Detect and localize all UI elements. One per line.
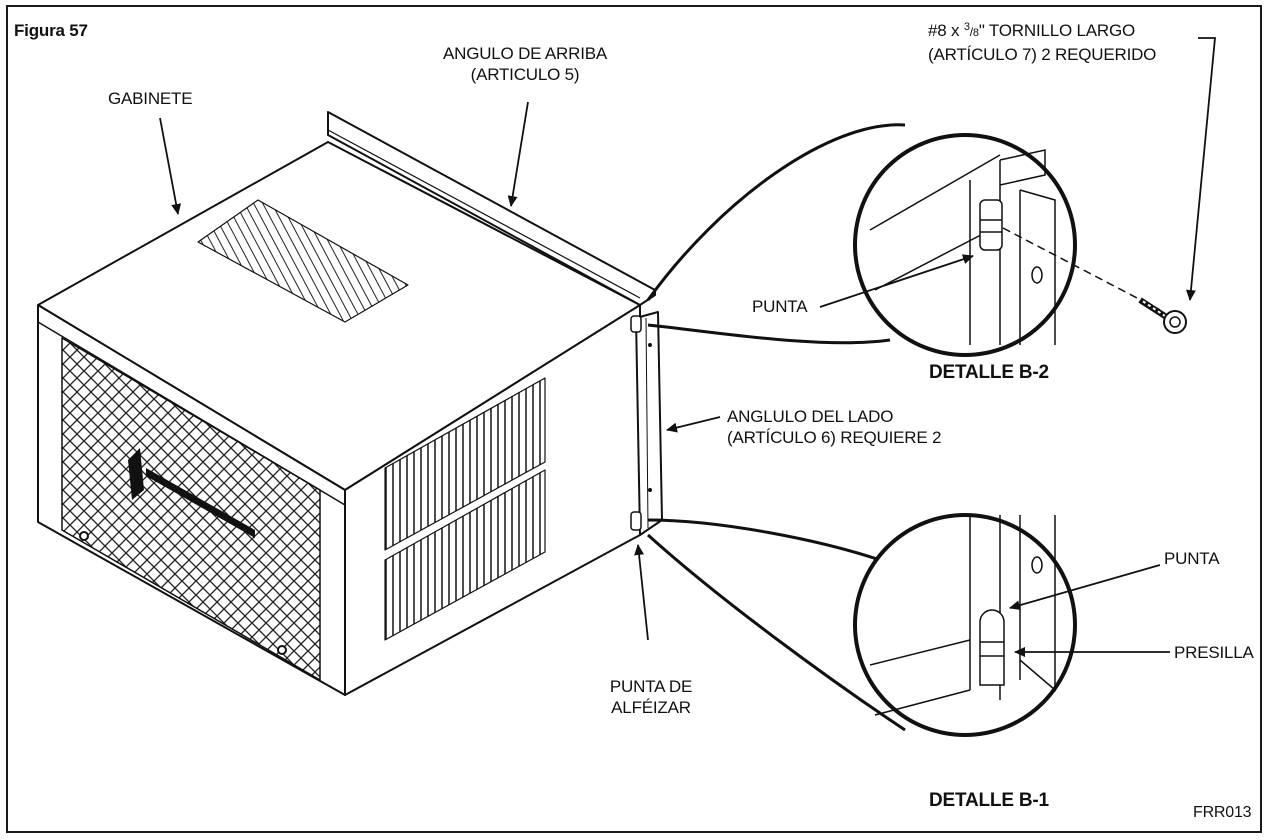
arrow-screw — [1185, 37, 1216, 301]
label-punta-alfeizar: PUNTA DE ALFÉIZAR — [596, 676, 706, 718]
cabinet — [37, 111, 663, 696]
detail-b1-circle — [853, 513, 1077, 737]
arrow-gabinete — [159, 117, 182, 215]
upper-clip — [630, 315, 642, 333]
label-detalle-b2: DETALLE B-2 — [929, 362, 1049, 383]
label-angulo-lado-line2: (ARTÍCULO 6) REQUIERE 2 — [727, 428, 942, 447]
detail-leader-lines — [646, 123, 906, 732]
label-angulo-lado: ANGLULO DEL LADO (ARTÍCULO 6) REQUIERE 2 — [727, 406, 941, 448]
label-angulo-arriba-line2: (ARTICULO 5) — [470, 65, 580, 84]
label-angulo-lado-line1: ANGLULO DEL LADO — [727, 407, 894, 426]
arrow-angulo-lado — [666, 416, 721, 433]
arrow-punta-alfeizar — [634, 544, 649, 641]
label-punta-b1: PUNTA — [1164, 549, 1220, 568]
brand-logo — [128, 448, 255, 538]
lower-clip — [630, 511, 642, 531]
side-louver-upper — [384, 377, 546, 551]
label-screw-line2: (ARTÍCULO 7) 2 REQUERIDO — [928, 45, 1157, 64]
label-screw-line1: #8 x 3/8" TORNILLO LARGO — [928, 21, 1136, 40]
label-punta-alfeizar-line2: ALFÉIZAR — [611, 698, 691, 717]
label-angulo-arriba-line1: ANGULO DE ARRIBA — [442, 44, 607, 63]
label-detalle-b1: DETALLE B-1 — [929, 790, 1049, 811]
side-louver-lower — [384, 469, 546, 641]
arrow-punta-b2 — [819, 254, 974, 308]
top-angle-bracket — [327, 111, 656, 306]
screw-icon — [1137, 297, 1187, 334]
label-angulo-arriba: ANGULO DE ARRIBA (ARTICULO 5) — [425, 43, 625, 85]
label-punta-alfeizar-line1: PUNTA DE — [609, 677, 693, 696]
detail-b2-circle — [853, 133, 1161, 357]
label-screw: #8 x 3/8" TORNILLO LARGO (ARTÍCULO 7) 2 … — [928, 20, 1156, 65]
callout-arrows — [159, 37, 1216, 657]
label-punta-b2: PUNTA — [752, 297, 808, 316]
label-gabinete: GABINETE — [108, 89, 193, 108]
figure-ref-code: FRR013 — [1193, 804, 1252, 821]
arrow-angulo-arriba — [507, 101, 529, 207]
top-louver-vent — [197, 199, 409, 323]
label-presilla: PRESILLA — [1174, 643, 1254, 662]
figure-label: Figura 57 — [14, 21, 88, 40]
arrow-punta-b1 — [1009, 564, 1161, 611]
